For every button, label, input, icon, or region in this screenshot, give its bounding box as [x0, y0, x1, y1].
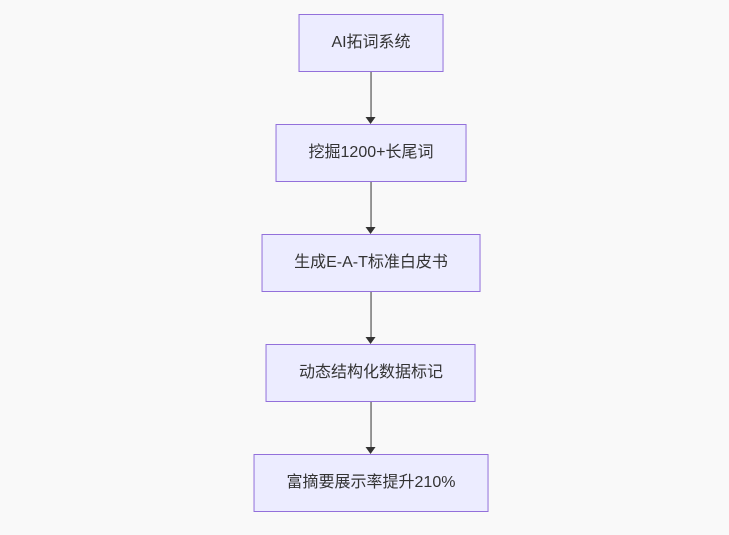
flow-node-rich-snippet-result: 富摘要展示率提升210% [253, 454, 489, 512]
flow-node-longtail-mining: 挖掘1200+长尾词 [275, 124, 467, 182]
edge-arrow-4 [366, 402, 376, 454]
flow-node-eat-whitepaper: 生成E-A-T标准白皮书 [261, 234, 481, 292]
flowchart: AI拓词系统 挖掘1200+长尾词 生成E-A-T标准白皮书 动态结构化数据标记… [253, 14, 489, 512]
arrow-line [370, 402, 372, 447]
arrow-line [370, 292, 372, 337]
arrow-down-icon [366, 117, 376, 124]
arrow-down-icon [366, 227, 376, 234]
arrow-down-icon [366, 447, 376, 454]
edge-arrow-3 [366, 292, 376, 344]
flow-node-structured-data: 动态结构化数据标记 [265, 344, 476, 402]
flow-node-ai-keyword-system: AI拓词系统 [298, 14, 444, 72]
edge-arrow-2 [366, 182, 376, 234]
arrow-line [370, 182, 372, 227]
arrow-down-icon [366, 337, 376, 344]
arrow-line [370, 72, 372, 117]
edge-arrow-1 [366, 72, 376, 124]
